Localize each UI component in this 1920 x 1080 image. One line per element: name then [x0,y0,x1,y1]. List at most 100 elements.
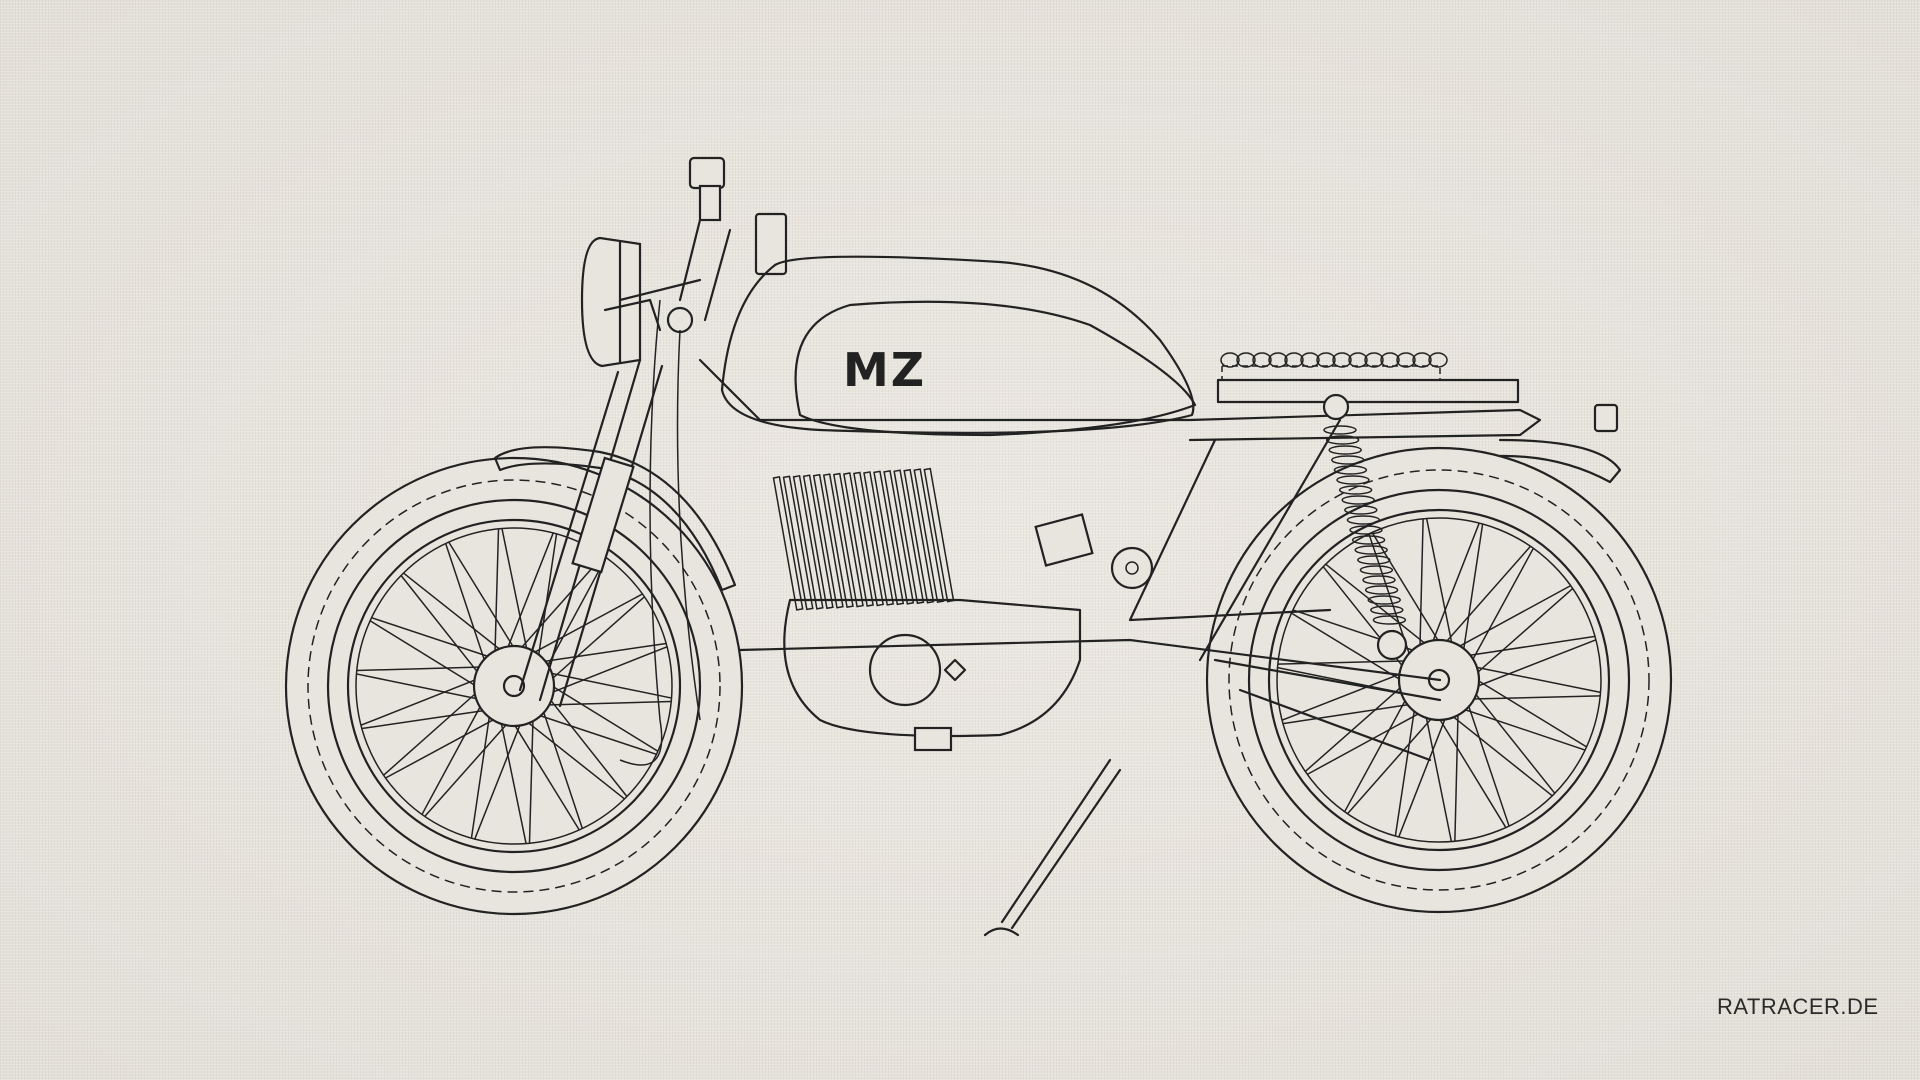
spoke [1394,699,1417,837]
seat-stitch-bump [1284,352,1304,368]
spoke [1454,702,1460,842]
cylinder-fin [883,469,915,605]
shock-coil [1362,575,1396,585]
spoke [356,673,489,702]
cylinder-fin [832,472,864,608]
hub [472,644,556,728]
seat-stitch-bump [1332,352,1352,368]
spoke [1443,708,1553,797]
spoke [1468,674,1587,748]
shock-coil [1331,455,1365,465]
seat-stitch-bump [1364,352,1384,368]
spoke [1433,709,1507,828]
spoke [1466,547,1535,671]
spoke [528,711,657,756]
shock-coil [1354,545,1388,555]
rim [1267,508,1611,852]
spoke [533,642,667,664]
shock-coil [1351,535,1386,545]
cylinder-fin [873,470,905,606]
shock-coil [1346,515,1381,525]
cylinder-fin [792,474,824,610]
spoke [498,711,527,844]
cylinder-fin [913,468,945,604]
shock-coil [1338,485,1373,495]
spoke [385,713,505,779]
spoke [448,541,520,657]
spoke [1423,705,1453,842]
front-fork [518,358,664,708]
spoke [444,543,489,672]
shock-coil [1372,615,1407,625]
headlight [580,236,642,368]
kickstand [983,758,1122,937]
spoke [1346,709,1440,815]
shock-coil [1367,595,1401,605]
shock-coil [1349,525,1383,535]
spoke [1466,639,1597,691]
shock-coil [1323,425,1357,435]
shock-coil [1357,555,1391,565]
spoke [470,705,492,839]
spoke [543,596,645,687]
spoke [474,713,525,840]
cylinder-fin [772,476,804,611]
rim-inner [1276,517,1602,843]
spoke [542,690,628,797]
spoke [508,715,580,831]
rear-fender [1498,438,1622,484]
spoke [503,532,554,659]
spoke [1277,659,1417,665]
shock-coil [1364,585,1399,595]
spoke [1306,707,1430,776]
cylinder-fin [903,468,935,604]
tire-tread [307,479,721,893]
fuel-tank: MZ [720,255,1197,437]
spoke [1325,563,1435,652]
cylinder-fin [893,469,925,605]
tail-light [1593,403,1619,433]
spoke [518,714,625,800]
front-wheel [284,456,744,916]
seat-stitch-bump [1236,352,1256,368]
spoke [539,700,584,829]
seat-stitch-bump [1268,352,1288,368]
seat [1216,352,1520,404]
spoke [1438,545,1532,651]
shock-coil [1333,465,1368,475]
tank-logo: MZ [843,343,926,397]
spoke [1448,584,1572,653]
spoke [1464,664,1601,694]
axle [502,674,526,698]
spoke [1304,679,1410,773]
spoke [541,646,668,697]
cylinder-fin [843,472,874,607]
watermark-text: RATRACER.DE [1717,994,1879,1019]
shock-coil [1359,565,1394,575]
seat-stitch-bump [1220,352,1240,368]
seat-stitch-bump [1348,352,1368,368]
spoke [1343,689,1412,813]
shock-coil [1328,445,1362,455]
seat-stitch-bump [1428,352,1448,368]
spoke [528,708,535,844]
rim [346,518,682,854]
spoke [513,555,604,657]
spoke [1461,523,1484,661]
spoke [383,685,485,776]
engine [772,467,1154,752]
spoke [356,665,492,672]
spoke [371,616,500,661]
spoke [1453,705,1586,751]
spoke [369,620,485,692]
cylinder-fin [923,467,955,603]
spoke [1464,694,1510,827]
cylinder-fin [812,473,844,609]
tire-tread [1228,469,1650,891]
cylinder-fin [802,474,834,610]
spoke [1461,695,1601,701]
handlebars [603,156,788,334]
spoke [1282,702,1420,725]
spoke [1398,707,1450,838]
